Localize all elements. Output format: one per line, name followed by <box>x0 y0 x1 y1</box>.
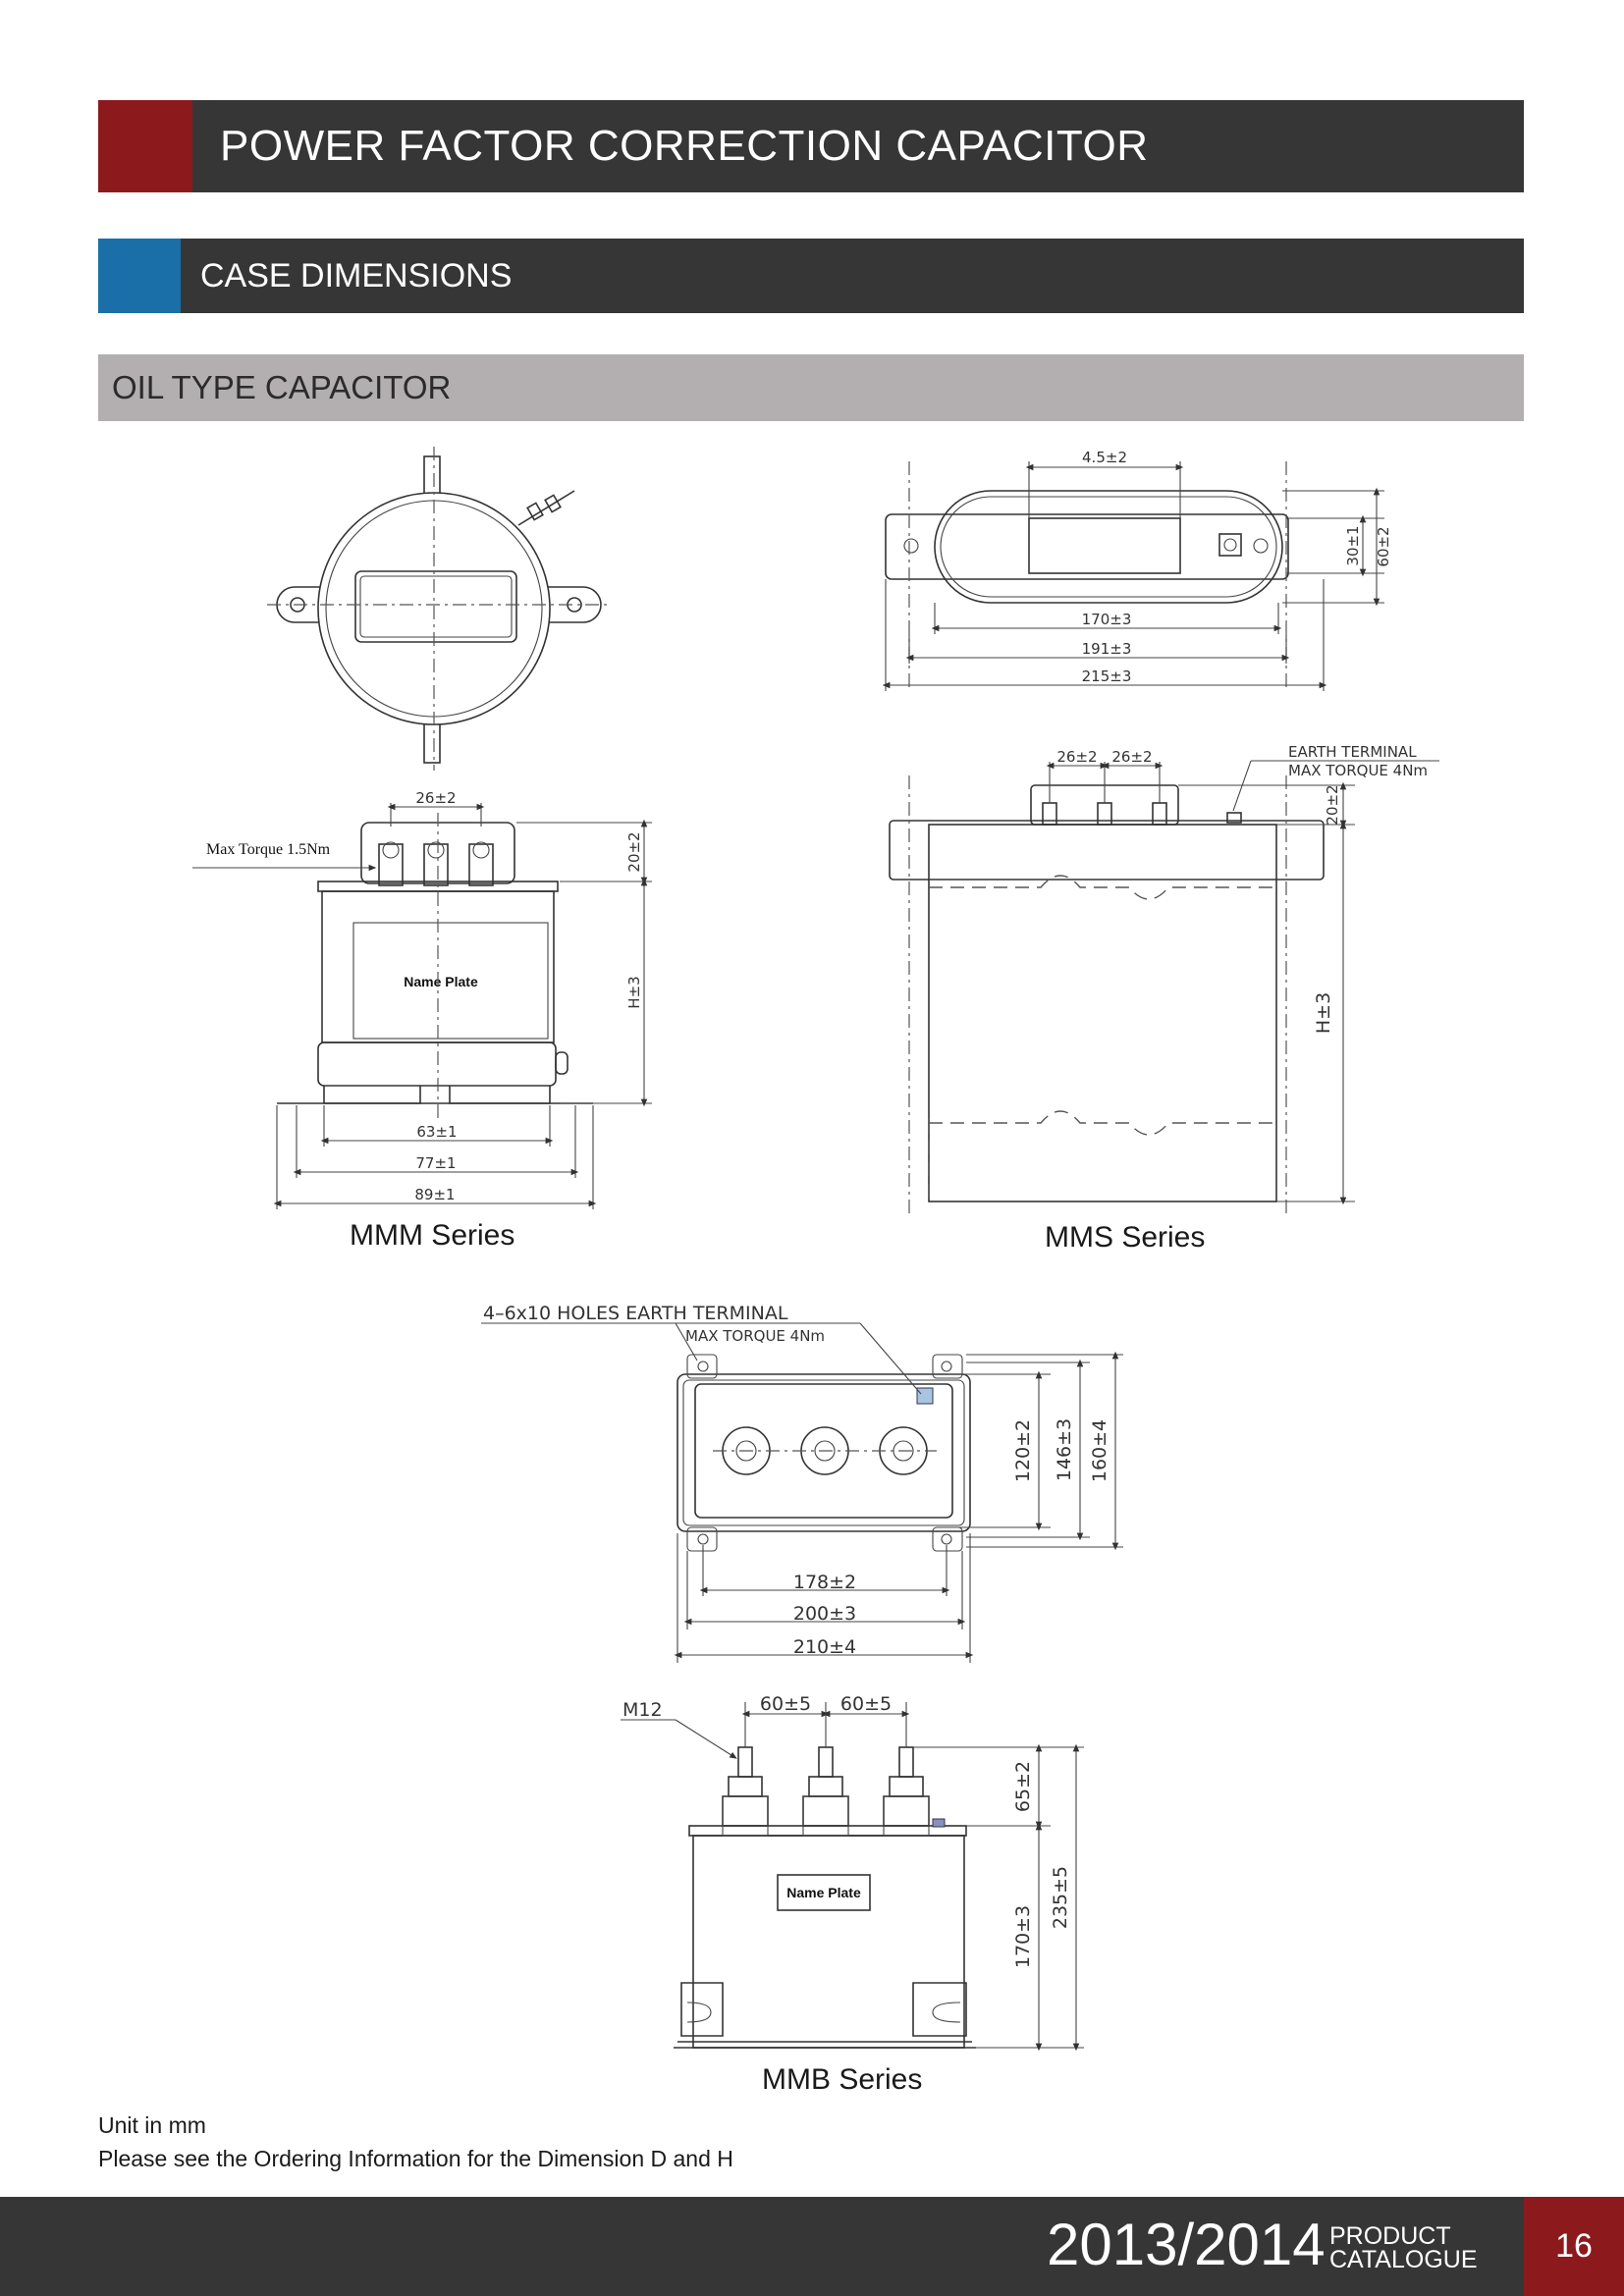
mmb-dim-146: 146±3 <box>1054 1418 1075 1481</box>
mmb-dim-210: 210±4 <box>793 1636 856 1658</box>
mmb-dim-total-height: 235±5 <box>1050 1866 1071 1929</box>
mmb-dim-120: 120±2 <box>1012 1419 1034 1482</box>
ordering-note: Please see the Ordering Information for … <box>98 2146 733 2171</box>
mmb-top-view: 4–6x10 HOLES EARTH TERMINAL MAX TORQUE 4… <box>481 1303 1123 1663</box>
mms-dim-h1: 30±1 <box>1344 525 1362 565</box>
mms-dim-w3: 215±3 <box>1082 667 1132 685</box>
mmm-series-label: MMM Series <box>350 1219 515 1252</box>
mmm-dim-height: H±3 <box>625 976 643 1008</box>
mmm-dim-w2: 77±1 <box>415 1154 456 1172</box>
mms-dim-top: 4.5±2 <box>1082 449 1127 466</box>
page-number-box <box>1524 2197 1624 2296</box>
mms-series-label: MMS Series <box>1045 1221 1206 1254</box>
mmb-bolt-label: M12 <box>623 1699 663 1721</box>
mms-dim-w2: 191±3 <box>1082 640 1132 658</box>
mms-dim-pitch1: 26±2 <box>1056 748 1097 766</box>
mmm-dim-w3: 89±1 <box>414 1186 455 1203</box>
mmb-max-torque: MAX TORQUE 4Nm <box>685 1327 825 1345</box>
mmb-dim-160: 160±4 <box>1089 1419 1110 1482</box>
footer-bar <box>0 2197 1624 2296</box>
footer-catalogue-line2: CATALOGUE <box>1329 2246 1478 2273</box>
page-title: POWER FACTOR CORRECTION CAPACITOR <box>220 122 1149 170</box>
mmm-top-view <box>267 447 611 771</box>
mmb-dim-200: 200±3 <box>793 1603 856 1625</box>
title-accent-block <box>98 100 192 192</box>
mms-front-view: 26±2 26±2 EARTH TERMINAL MAX TORQUE 4Nm … <box>889 743 1439 1217</box>
mmm-dim-w1: 63±1 <box>416 1123 457 1141</box>
mmm-name-plate: Name Plate <box>404 974 478 989</box>
mmb-dim-terminal-height: 65±2 <box>1012 1761 1034 1812</box>
mms-max-torque: MAX TORQUE 4Nm <box>1288 762 1428 779</box>
section-accent-block <box>98 239 181 313</box>
mms-top-view: 4.5±2 30±1 60±2 170±3 191±3 215±3 <box>882 449 1392 691</box>
mmb-dim-body-height: 170±3 <box>1012 1905 1034 1968</box>
mms-dim-h2: 60±2 <box>1375 526 1392 566</box>
section-title: CASE DIMENSIONS <box>200 257 513 294</box>
footer-catalogue: PRODUCT CATALOGUE <box>1329 2222 1478 2273</box>
mmm-dim-terminal-height: 20±2 <box>625 831 643 872</box>
section-bar <box>98 239 1524 313</box>
mmb-front-view: Name Plate M12 60±5 60±5 65±2 170±3 235±… <box>621 1693 1084 2052</box>
mmm-torque-label: Max Torque 1.5Nm <box>206 841 331 858</box>
mmb-name-plate: Name Plate <box>786 1885 861 1900</box>
mmm-dim-pitch: 26±2 <box>415 789 456 807</box>
mmb-dim-pitch2: 60±5 <box>840 1693 892 1715</box>
mms-dim-pitch2: 26±2 <box>1111 748 1152 766</box>
title-bar <box>98 100 1524 192</box>
mms-dim-w1: 170±3 <box>1082 611 1132 628</box>
mms-earth-terminal: EARTH TERMINAL <box>1288 743 1417 761</box>
page-number: 16 <box>1555 2227 1593 2265</box>
mms-dim-terminal-height: 20±2 <box>1324 784 1341 825</box>
subsection-title: OIL TYPE CAPACITOR <box>112 369 452 405</box>
mmb-holes-label: 4–6x10 HOLES EARTH TERMINAL <box>483 1303 788 1324</box>
footer-catalogue-line1: PRODUCT <box>1329 2222 1451 2250</box>
footer-year: 2013/2014 <box>1047 2212 1326 2277</box>
mmm-front-view: Name Plate Max Torque 1.5Nm 26±2 20±2 H±… <box>192 789 652 1209</box>
mmb-series-label: MMB Series <box>762 2063 923 2096</box>
mms-dim-height: H±3 <box>1313 992 1334 1034</box>
mmb-dim-178: 178±2 <box>793 1572 856 1593</box>
subsection-bar <box>98 354 1524 421</box>
unit-note: Unit in mm <box>98 2112 206 2138</box>
mmb-dim-pitch1: 60±5 <box>760 1693 811 1715</box>
